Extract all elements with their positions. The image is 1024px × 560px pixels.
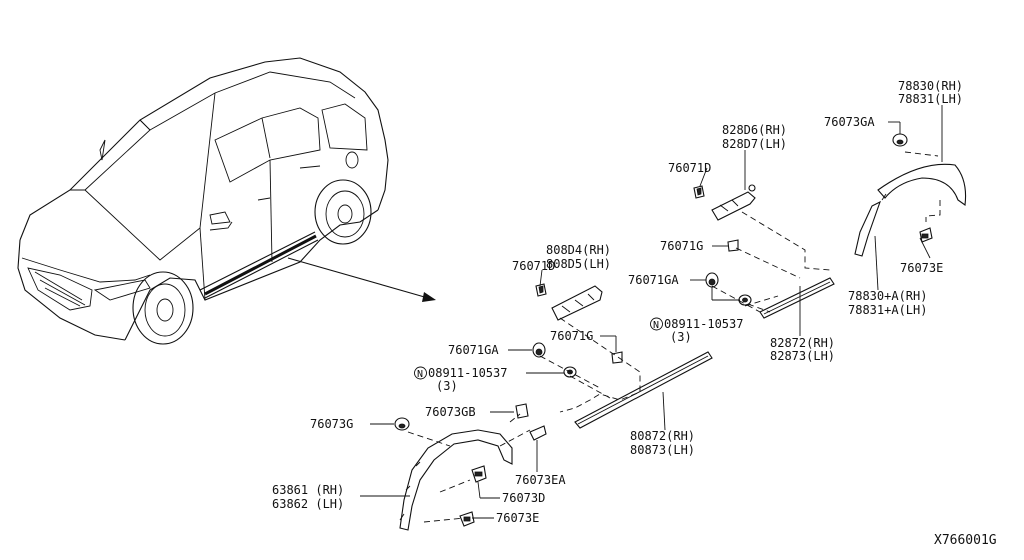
label-76071D-mid: 76071D bbox=[512, 259, 555, 273]
label-63861: 63861 (RH) bbox=[272, 483, 344, 497]
label-82872: 82872(RH) bbox=[770, 336, 835, 350]
label-08911-top: 08911-10537 bbox=[664, 317, 743, 331]
label-808D5: 808D5(LH) bbox=[546, 257, 611, 271]
clip-76071D-mid bbox=[535, 283, 547, 297]
label-82873: 82873(LH) bbox=[770, 349, 835, 363]
clip-76071G-upper bbox=[727, 239, 739, 252]
label-08911-top-symbol: N bbox=[653, 320, 659, 331]
label-63862: 63862 (LH) bbox=[272, 497, 344, 511]
label-828D6: 828D6(RH) bbox=[722, 123, 787, 137]
clip-76071D-upper bbox=[693, 185, 705, 199]
label-78830: 78830(RH) bbox=[898, 79, 963, 93]
front-wheel-arch-molding-63861 bbox=[399, 413, 531, 531]
rear-wheel-arch-molding bbox=[854, 151, 967, 257]
label-08911-top-qty: (3) bbox=[670, 330, 692, 344]
label-76073E-right: 76073E bbox=[900, 261, 943, 275]
pointer-arrow bbox=[287, 257, 436, 302]
clip-76073G bbox=[394, 417, 410, 431]
label-78830A: 78830+A(RH) bbox=[848, 289, 927, 303]
front-side-sill-molding-80872 bbox=[539, 317, 713, 429]
label-78831A: 78831+A(LH) bbox=[848, 303, 927, 317]
label-76071G-top: 76071G bbox=[660, 239, 703, 253]
clip-76071GA-mid bbox=[532, 342, 546, 358]
label-80872: 80872(RH) bbox=[630, 429, 695, 443]
label-08911-mid: 08911-10537 bbox=[428, 366, 507, 380]
label-08911-mid-symbol: N bbox=[417, 369, 423, 380]
leader-lines bbox=[360, 105, 943, 519]
label-76073E-bottom: 76073E bbox=[496, 511, 539, 525]
label-76071GA-top: 76071GA bbox=[628, 273, 679, 287]
diagram-id: X766001G bbox=[934, 533, 997, 548]
label-76073D: 76073D bbox=[502, 491, 545, 505]
bracket-828D6 bbox=[711, 184, 756, 221]
vehicle-illustration bbox=[17, 57, 389, 345]
label-76071D-top: 76071D bbox=[668, 161, 711, 175]
label-76073GA-top: 76073GA bbox=[824, 115, 875, 129]
clip-76073E-right bbox=[919, 227, 933, 243]
clip-76073EA bbox=[529, 425, 547, 441]
clip-76073E-bottom bbox=[459, 511, 475, 527]
rear-side-sill-molding-82872 bbox=[711, 211, 835, 319]
label-80873: 80873(LH) bbox=[630, 443, 695, 457]
label-08911-mid-qty: (3) bbox=[436, 379, 458, 393]
label-828D7: 828D7(LH) bbox=[722, 137, 787, 151]
label-76071G-mid: 76071G bbox=[550, 329, 593, 343]
label-76073G: 76073G bbox=[310, 417, 353, 431]
screw-08911-upper bbox=[738, 294, 752, 306]
label-78831: 78831(LH) bbox=[898, 92, 963, 106]
label-76073GB: 76073GB bbox=[425, 405, 476, 419]
label-76073EA: 76073EA bbox=[515, 473, 566, 487]
bracket-808D4 bbox=[551, 285, 603, 321]
label-76071GA-mid: 76071GA bbox=[448, 343, 499, 357]
clip-76073GA-top bbox=[892, 133, 908, 147]
clip-76073D bbox=[471, 465, 487, 483]
label-808D4: 808D4(RH) bbox=[546, 243, 611, 257]
clip-76073GB bbox=[515, 403, 529, 419]
clip-76071GA-upper bbox=[705, 272, 719, 288]
part-labels: 78830(RH) 78831(LH) 76073GA 828D6(RH) 82… bbox=[272, 79, 997, 548]
